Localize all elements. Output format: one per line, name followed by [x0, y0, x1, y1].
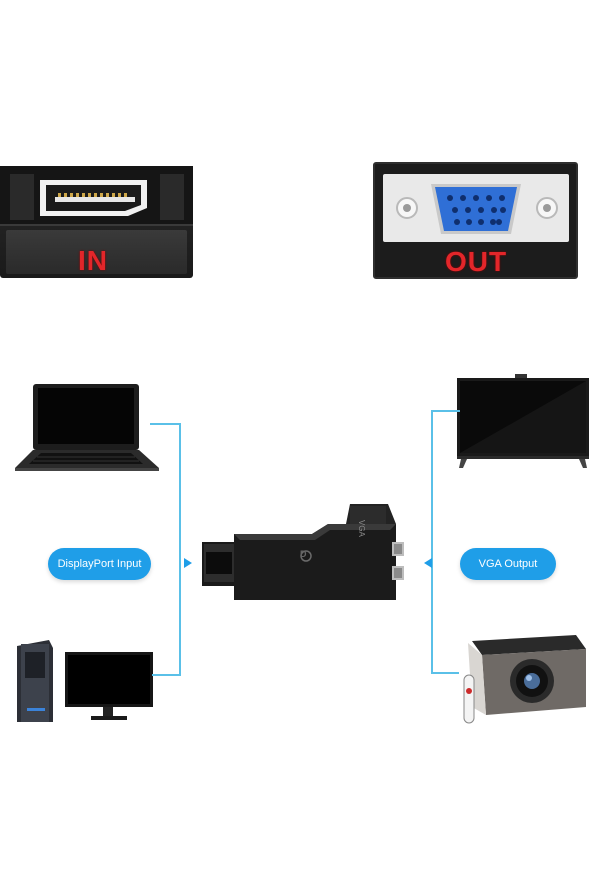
- dp-logo-text: D: [300, 549, 307, 559]
- screw-icon: [396, 197, 418, 219]
- desktop-computer-icon: [17, 640, 153, 722]
- arrow-left-icon: [424, 558, 432, 568]
- connector-line: [179, 423, 181, 675]
- connector-line: [150, 423, 180, 425]
- panel-base: [6, 230, 187, 274]
- remote-control-icon: [463, 674, 475, 724]
- projector-icon: [463, 635, 586, 724]
- displayport-port-icon: [10, 174, 184, 220]
- monitor-icon: [65, 652, 153, 720]
- tv-icon: [457, 374, 589, 468]
- displayport-port-housing: [0, 166, 193, 226]
- vga-embossed-text: VGA: [357, 520, 366, 537]
- connector-line: [432, 410, 460, 412]
- connector-line: [152, 674, 181, 676]
- vga-port-icon: [431, 184, 521, 234]
- laptop-icon: [15, 384, 159, 471]
- screw-icon: [536, 197, 558, 219]
- vga-out-panel: OUT: [373, 162, 578, 279]
- out-label: OUT: [445, 246, 508, 277]
- vga-output-label: VGA Output: [460, 548, 556, 580]
- connector-line: [431, 672, 459, 674]
- arrow-right-icon: [184, 558, 192, 568]
- in-label: IN: [78, 245, 108, 276]
- connector-line: [431, 410, 433, 673]
- vga-port-plate: [383, 174, 569, 242]
- adapter-icon: [202, 504, 404, 600]
- displayport-in-panel: IN: [0, 166, 193, 278]
- displayport-input-label: DisplayPort Input: [48, 548, 151, 580]
